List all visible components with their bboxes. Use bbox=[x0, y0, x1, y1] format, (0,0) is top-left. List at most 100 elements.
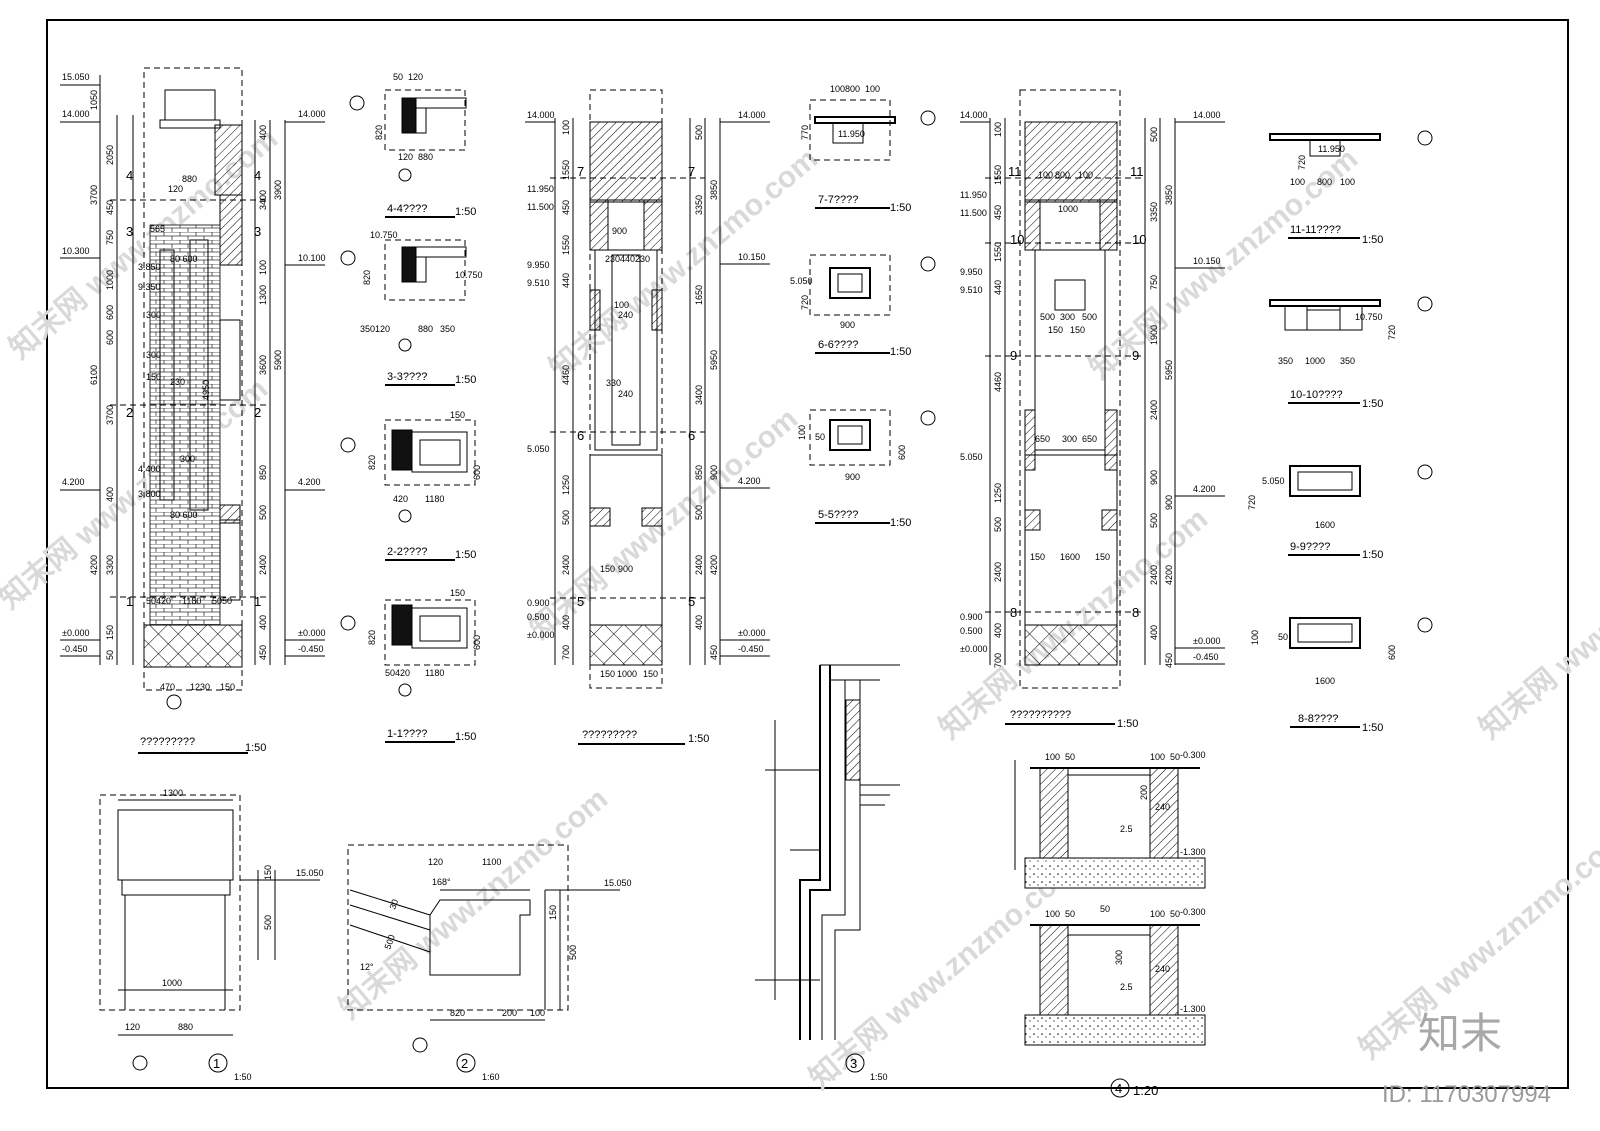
svg-text:15.050: 15.050 bbox=[296, 868, 324, 878]
svg-text:565: 565 bbox=[150, 224, 165, 234]
svg-text:100: 100 bbox=[830, 84, 845, 94]
svg-text:1000: 1000 bbox=[105, 270, 115, 290]
svg-text:4950: 4950 bbox=[201, 380, 211, 400]
svg-text:10.750: 10.750 bbox=[370, 230, 398, 240]
svg-text:820: 820 bbox=[367, 455, 377, 470]
svg-text:2.5: 2.5 bbox=[1120, 824, 1133, 834]
section-8-8: 100 50 1600 600 8-8???? 1:50 bbox=[1250, 617, 1433, 734]
e1-scale: 1:50 bbox=[245, 742, 266, 754]
svg-text:600: 600 bbox=[1387, 645, 1397, 660]
svg-text:450: 450 bbox=[709, 645, 719, 660]
svg-text:120: 120 bbox=[408, 72, 423, 82]
svg-text:6: 6 bbox=[577, 428, 584, 443]
svg-text:1:50: 1:50 bbox=[234, 1072, 252, 1082]
image-id: ID: 1170307994 bbox=[1382, 1081, 1551, 1108]
svg-text:450: 450 bbox=[993, 205, 1003, 220]
svg-text:50: 50 bbox=[1065, 909, 1075, 919]
svg-text:700: 700 bbox=[561, 645, 571, 660]
svg-text:900: 900 bbox=[709, 465, 719, 480]
svg-text:300: 300 bbox=[180, 454, 195, 464]
svg-text:3: 3 bbox=[126, 224, 133, 239]
svg-text:2400: 2400 bbox=[258, 555, 268, 575]
svg-text:2: 2 bbox=[461, 1056, 468, 1071]
svg-text:10.150: 10.150 bbox=[1193, 256, 1221, 266]
svg-text:2.5: 2.5 bbox=[1120, 982, 1133, 992]
svg-text:14.000: 14.000 bbox=[738, 110, 766, 120]
svg-text:5.050: 5.050 bbox=[790, 276, 813, 286]
svg-text:720: 720 bbox=[1387, 325, 1397, 340]
svg-text:7: 7 bbox=[688, 164, 695, 179]
svg-text:500: 500 bbox=[561, 510, 571, 525]
site-logo: 知末 bbox=[1418, 1010, 1502, 1057]
svg-text:30: 30 bbox=[387, 898, 400, 911]
svg-text:230: 230 bbox=[170, 377, 185, 387]
svg-text:14.000: 14.000 bbox=[527, 110, 555, 120]
svg-text:100: 100 bbox=[1290, 177, 1305, 187]
svg-text:10.750: 10.750 bbox=[455, 270, 483, 280]
svg-text:50: 50 bbox=[105, 650, 115, 660]
svg-text:2400: 2400 bbox=[561, 555, 571, 575]
svg-text:100: 100 bbox=[614, 300, 629, 310]
svg-text:6100: 6100 bbox=[89, 365, 99, 385]
svg-text:100: 100 bbox=[1078, 170, 1093, 180]
svg-text:120: 120 bbox=[168, 184, 183, 194]
svg-text:7-7????: 7-7???? bbox=[818, 194, 858, 206]
svg-text:100: 100 bbox=[1045, 752, 1060, 762]
svg-text:300: 300 bbox=[146, 310, 161, 320]
svg-text:1600: 1600 bbox=[1060, 552, 1080, 562]
svg-text:11: 11 bbox=[1008, 164, 1022, 179]
section-5-5: 100 50 900 600 5-5???? 1:50 bbox=[797, 409, 936, 529]
svg-text:900: 900 bbox=[612, 226, 627, 236]
svg-text:1180: 1180 bbox=[425, 668, 444, 678]
svg-text:±0.000: ±0.000 bbox=[527, 630, 554, 640]
svg-text:240: 240 bbox=[1155, 802, 1170, 812]
svg-text:600: 600 bbox=[897, 445, 907, 460]
svg-text:1550: 1550 bbox=[561, 235, 571, 255]
svg-text:400: 400 bbox=[694, 615, 704, 630]
e1-rlevel-2: 4.200 bbox=[298, 477, 321, 487]
svg-text:150: 150 bbox=[1048, 325, 1063, 335]
svg-text:1100: 1100 bbox=[482, 857, 501, 867]
svg-text:3.850: 3.850 bbox=[138, 262, 161, 272]
svg-text:1650: 1650 bbox=[694, 285, 704, 305]
svg-text:900: 900 bbox=[1164, 495, 1174, 510]
svg-text:230440230: 230440230 bbox=[605, 254, 650, 264]
svg-text:3400: 3400 bbox=[258, 190, 268, 210]
svg-text:3350: 3350 bbox=[1149, 202, 1159, 222]
section-9-9: 5.050 720 1600 9-9???? 1:50 bbox=[1247, 464, 1433, 561]
svg-text:0.900: 0.900 bbox=[527, 598, 550, 608]
svg-text:100: 100 bbox=[993, 122, 1003, 137]
svg-text:300: 300 bbox=[1060, 312, 1075, 322]
svg-text:±0.000: ±0.000 bbox=[1193, 636, 1220, 646]
svg-text:1600: 1600 bbox=[1315, 676, 1335, 686]
svg-text:±0.000: ±0.000 bbox=[738, 628, 765, 638]
elevation-1: 15.050 14.000 10.300 4.200 ±0.000 -0.450… bbox=[60, 67, 326, 754]
svg-text:50: 50 bbox=[1100, 904, 1110, 914]
svg-text:5: 5 bbox=[577, 594, 584, 609]
svg-text:700: 700 bbox=[993, 653, 1003, 668]
svg-text:150: 150 bbox=[450, 410, 465, 420]
svg-text:50: 50 bbox=[393, 72, 403, 82]
svg-text:400: 400 bbox=[105, 487, 115, 502]
svg-text:4200: 4200 bbox=[89, 555, 99, 575]
svg-text:150: 150 bbox=[1095, 552, 1110, 562]
svg-text:2050: 2050 bbox=[105, 145, 115, 165]
svg-text:4200: 4200 bbox=[1164, 565, 1174, 585]
svg-text:300: 300 bbox=[146, 350, 161, 360]
svg-text:120: 120 bbox=[398, 152, 413, 162]
svg-text:80 600: 80 600 bbox=[170, 254, 198, 264]
svg-text:10.150: 10.150 bbox=[738, 252, 766, 262]
svg-text:1: 1 bbox=[126, 594, 133, 609]
svg-text:9.350: 9.350 bbox=[138, 282, 161, 292]
e1-level-3: 4.200 bbox=[62, 477, 85, 487]
svg-text:1:50: 1:50 bbox=[890, 346, 911, 358]
svg-text:600: 600 bbox=[105, 305, 115, 320]
detail-4: 100 50 100 50 200 240 -0.300 -1.300 2.5 … bbox=[1014, 750, 1206, 1098]
elevation-2: 14.000 11.950 11.500 9.950 9.510 5.050 0… bbox=[525, 89, 770, 745]
svg-text:-1.300: -1.300 bbox=[1180, 1004, 1206, 1014]
svg-text:150: 150 bbox=[600, 564, 615, 574]
svg-text:450: 450 bbox=[258, 645, 268, 660]
svg-text:0.500: 0.500 bbox=[960, 626, 983, 636]
svg-text:120: 120 bbox=[125, 1022, 140, 1032]
svg-text:500: 500 bbox=[1082, 312, 1097, 322]
